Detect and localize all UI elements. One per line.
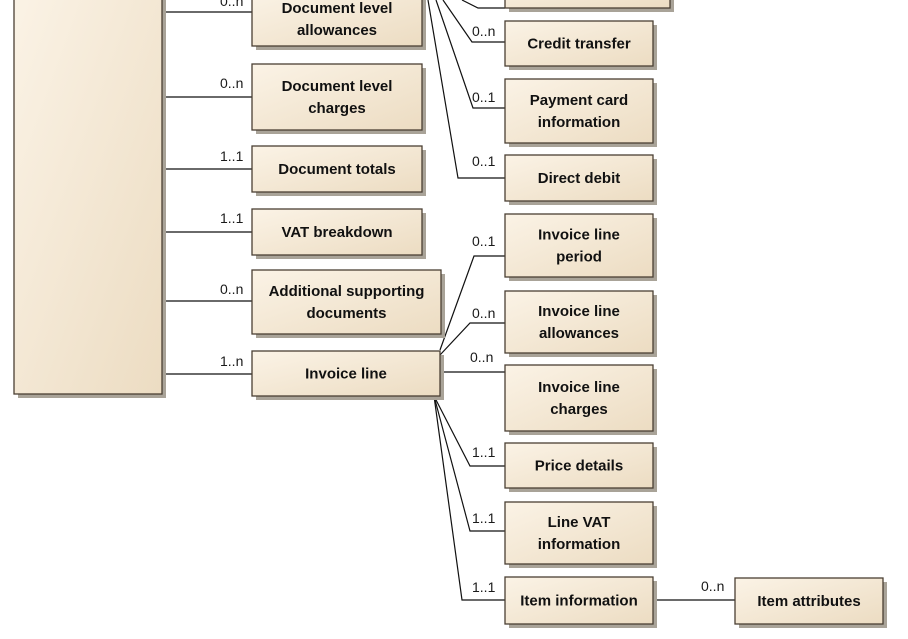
node-label: information bbox=[538, 536, 621, 553]
node-box bbox=[504, 20, 654, 67]
cardinality-invoice-line: 1..n bbox=[220, 353, 243, 369]
edge-invoice-line-period bbox=[439, 255, 505, 351]
cardinality-payment-card-information: 0..1 bbox=[472, 89, 496, 105]
node-label: charges bbox=[308, 100, 366, 117]
edge-payment-top bbox=[461, 0, 505, 9]
node-invoice-line-allowances: Invoice line allowances bbox=[504, 290, 657, 357]
cardinality-invoice-line-allowances: 0..n bbox=[472, 305, 495, 321]
node-box bbox=[504, 442, 654, 489]
node-price-details: Price details bbox=[504, 442, 657, 492]
node-box bbox=[251, 208, 423, 256]
node-label: Line VAT bbox=[548, 514, 611, 531]
node-label: information bbox=[538, 114, 621, 131]
node-label: Invoice line bbox=[538, 227, 620, 244]
node-box bbox=[251, 63, 423, 131]
cardinality-price-details: 1..1 bbox=[472, 444, 496, 460]
node-item-attributes: Item attributes bbox=[734, 577, 887, 628]
node-box bbox=[504, 78, 654, 144]
cardinality-item-attributes: 0..n bbox=[701, 578, 724, 594]
node-label: charges bbox=[550, 401, 608, 418]
node-label: Invoice line bbox=[305, 366, 387, 383]
cardinalities: 0..n 0..n 1..1 1..1 0..n 1..n 0..n 0..1 0..1 0..1… bbox=[220, 0, 724, 595]
payment-instructions-node-partial bbox=[504, 0, 674, 12]
node-box bbox=[504, 290, 654, 354]
edge-invoice-line-allowances bbox=[439, 322, 505, 356]
node-invoice-line: Invoice line bbox=[251, 350, 444, 400]
cardinality-document-level-charges: 0..n bbox=[220, 75, 243, 91]
node-line-vat-information: Line VAT information bbox=[504, 501, 657, 568]
connectors bbox=[163, 0, 735, 601]
invoice-root-node bbox=[13, 0, 166, 398]
node-additional-supporting-documents: Additional supporting documents bbox=[251, 269, 445, 338]
cardinality-direct-debit: 0..1 bbox=[472, 153, 496, 169]
cardinality-credit-transfer: 0..n bbox=[472, 23, 495, 39]
node-label: Additional supporting bbox=[269, 283, 425, 300]
node-box bbox=[734, 577, 884, 625]
cardinality-document-level-allowances: 0..n bbox=[220, 0, 243, 9]
node-label: Invoice line bbox=[538, 379, 620, 396]
node-direct-debit: Direct debit bbox=[504, 154, 657, 205]
cardinality-document-totals: 1..1 bbox=[220, 148, 244, 164]
node-label: VAT breakdown bbox=[281, 224, 392, 241]
edge-payment-card-information bbox=[435, 0, 505, 109]
cardinality-item-information: 1..1 bbox=[472, 579, 496, 595]
cardinality-additional-supporting-documents: 0..n bbox=[220, 281, 243, 297]
edge-direct-debit bbox=[427, 0, 505, 179]
node-box bbox=[504, 576, 654, 625]
node-label: Direct debit bbox=[538, 170, 621, 187]
node-payment-card-information: Payment card information bbox=[504, 78, 657, 147]
node-label: Item information bbox=[520, 593, 638, 610]
node-label: Document totals bbox=[278, 161, 396, 178]
node-label: period bbox=[556, 249, 602, 266]
cardinality-invoice-line-charges: 0..n bbox=[470, 349, 493, 365]
node-box bbox=[504, 213, 654, 278]
node-box bbox=[251, 350, 441, 397]
node-box bbox=[251, 269, 442, 335]
edge-line-vat-information bbox=[433, 395, 505, 532]
node-document-level-allowances: Document level allowances bbox=[251, 0, 426, 50]
node-box bbox=[251, 0, 423, 47]
node-invoice-line-charges: Invoice line charges bbox=[504, 364, 657, 435]
node-document-level-charges: Document level charges bbox=[251, 63, 426, 134]
node-label: Item attributes bbox=[757, 593, 860, 610]
node-label: documents bbox=[306, 305, 386, 322]
node-label: Document level bbox=[282, 0, 393, 17]
node-box bbox=[251, 145, 423, 193]
node-label: allowances bbox=[539, 325, 619, 342]
node-label: Price details bbox=[535, 458, 623, 475]
node-box bbox=[504, 154, 654, 202]
edge-credit-transfer bbox=[442, 0, 505, 43]
edge-item-information bbox=[433, 395, 505, 601]
node-label: Invoice line bbox=[538, 303, 620, 320]
node-invoice-line-period: Invoice line period bbox=[504, 213, 657, 281]
edge-price-details bbox=[433, 395, 505, 467]
cardinality-line-vat-information: 1..1 bbox=[472, 510, 496, 526]
cardinality-vat-breakdown: 1..1 bbox=[220, 210, 244, 226]
node-box bbox=[504, 364, 654, 432]
node-label: allowances bbox=[297, 22, 377, 39]
node-label: Document level bbox=[282, 78, 393, 95]
node-box bbox=[504, 501, 654, 565]
node-label: Credit transfer bbox=[527, 36, 631, 53]
node-label: Payment card bbox=[530, 92, 628, 109]
cardinality-invoice-line-period: 0..1 bbox=[472, 233, 496, 249]
node-vat-breakdown: VAT breakdown bbox=[251, 208, 426, 259]
node-item-information: Item information bbox=[504, 576, 657, 628]
node-document-totals: Document totals bbox=[251, 145, 426, 196]
node-credit-transfer: Credit transfer bbox=[504, 20, 657, 70]
